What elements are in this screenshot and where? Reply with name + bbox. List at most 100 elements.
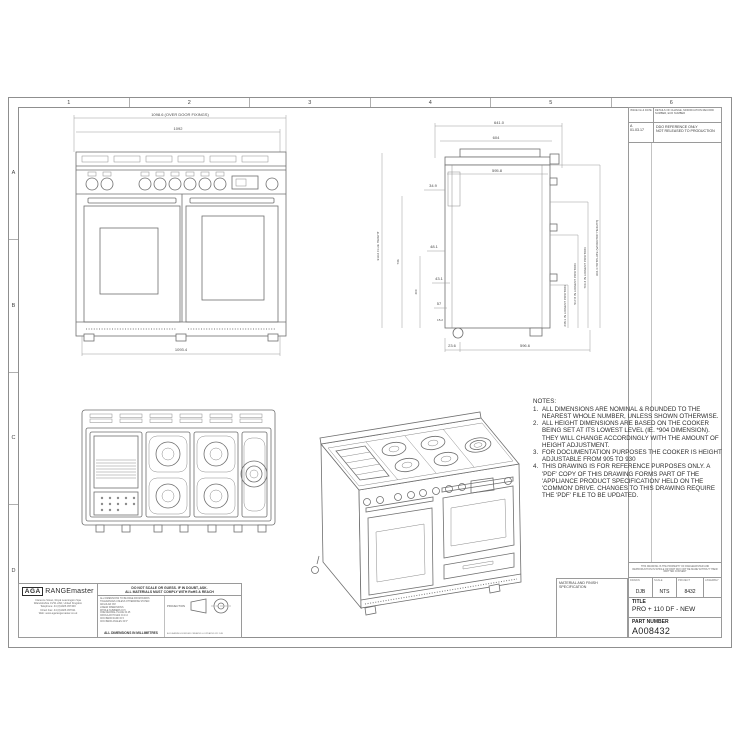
side-dim-hotplate: 904.4 HOTPLATE (WORKTOP HEIGHT) bbox=[595, 220, 599, 276]
revision-detail-line2: NOT RELEASED TO PRODUCTION bbox=[656, 128, 715, 133]
tolerance-line: ANGULAR ±30' bbox=[100, 603, 116, 606]
project-value: 8432 bbox=[684, 589, 696, 595]
grid-row-strip: A B C D bbox=[9, 107, 18, 637]
grid-row-label: B bbox=[9, 240, 18, 373]
grid-row-label: A bbox=[9, 107, 18, 240]
revision-issue-cell: A 01.03.17 bbox=[629, 123, 654, 142]
sheet-outer-border bbox=[8, 97, 732, 648]
standards-block: DO NOT SCALE OR GUESS. IF IN DOUBT, ASK.… bbox=[98, 583, 242, 638]
tolerance-column: ALL DIMENSIONS TO BE FREE FROM BURRS TOL… bbox=[98, 596, 165, 637]
note-item: 3. FOR DOCUMENTATION PURPOSES THE COOKER… bbox=[533, 449, 725, 463]
side-dim-15: 15.2 bbox=[437, 318, 443, 322]
drawn-label: DRAWN bbox=[630, 578, 640, 582]
notes-heading: NOTES: bbox=[533, 398, 557, 405]
note-text: FOR DOCUMENTATION PURPOSES THE COOKER IS… bbox=[542, 448, 722, 464]
side-dim-pos1: 238.1 IN LOWEST POSITION bbox=[563, 285, 567, 326]
side-dim-400: 400 bbox=[414, 289, 418, 294]
tolerance-line: ONE DECIMAL PLACE ±0.25 bbox=[100, 612, 131, 615]
side-dim-736: 736 bbox=[396, 259, 400, 264]
warning-header: DO NOT SCALE OR GUESS. IF IN DOUBT, ASK.… bbox=[98, 584, 241, 597]
tolerance-line: CIRCULAR HOLES ±0.1/-0 bbox=[100, 615, 128, 618]
grid-row-label: D bbox=[11, 568, 16, 575]
revision-empty-rows bbox=[628, 143, 722, 562]
address-line: Telephone: 44 (0)1926 457400 bbox=[40, 605, 76, 609]
revision-details-header: DETAILS OF CHANGE, MODIFICATION RECORD N… bbox=[655, 109, 714, 116]
revision-date: 01.03.17 bbox=[630, 128, 644, 133]
plan-view bbox=[81, 409, 276, 533]
side-dim-pos3: 700.3 IN LOWEST POSITION bbox=[583, 247, 587, 288]
side-dim-base-depth: 596.6 bbox=[520, 343, 531, 348]
title-label: TITLE bbox=[632, 599, 646, 605]
projection-column: PROJECTION A3 DRAWING BORDER CREATED & U… bbox=[165, 596, 241, 637]
side-dim-foot: 23.6 bbox=[448, 343, 457, 348]
note-item: 1. ALL DIMENSIONS ARE NOMINAL & ROUNDED … bbox=[533, 406, 725, 420]
notes-block: NOTES: 1. ALL DIMENSIONS ARE NOMINAL & R… bbox=[533, 398, 725, 499]
scale-value: NTS bbox=[659, 589, 670, 595]
rangemaster-logo-text: RANGEmaster bbox=[45, 588, 94, 595]
side-elevation-view: 641.0 604 595.8 34.9 919.6 FLUE HEIGHT 7… bbox=[376, 120, 601, 352]
side-dim-depth-top: 604 bbox=[493, 135, 500, 140]
third-angle-projection-icon bbox=[190, 598, 232, 614]
property-note: THIS DRAWING IS THE PROPERTY OF RANGEMAS… bbox=[628, 562, 722, 578]
side-dim-depth-overall: 641.0 bbox=[494, 120, 505, 125]
aga-logo-text: AGA bbox=[22, 587, 44, 596]
note-number: 1. bbox=[533, 405, 539, 413]
front-dim-overall: 1098.6 (OVER DOOR FIXINGS) bbox=[151, 112, 209, 117]
note-number: 4. bbox=[533, 463, 539, 471]
grid-col-label: 1 bbox=[9, 98, 130, 107]
part-number-label: PART NUMBER bbox=[632, 619, 669, 625]
title-box: TITLE PRO + 110 DF - NEW bbox=[628, 598, 722, 618]
revision-issue-header: ISSUE No & DATE bbox=[629, 108, 654, 122]
grid-col-label: 3 bbox=[250, 98, 371, 107]
grid-col-label: 2 bbox=[130, 98, 250, 107]
address-line: Web: www.agarangemaster.co.uk bbox=[38, 612, 78, 616]
note-item: 4. THIS DRAWING IS FOR REFERENCE PURPOSE… bbox=[533, 463, 725, 499]
front-dim-base: 1093.4 bbox=[175, 347, 188, 352]
material-spec-box: MATERIAL AND FINISH SPECIFICATION bbox=[556, 578, 628, 638]
side-dim-pos2: 517.8 IN LOWEST POSITION bbox=[573, 263, 577, 304]
isometric-view bbox=[311, 411, 522, 616]
front-dim-width: 1092 bbox=[174, 126, 184, 131]
project-cell: PROJECT 8432 bbox=[677, 578, 704, 597]
title-value: PRO + 110 DF - NEW bbox=[632, 605, 696, 613]
part-number-value: A008432 bbox=[632, 625, 671, 636]
project-label: PROJECT bbox=[678, 578, 691, 582]
grid-col-label: 6 bbox=[669, 99, 673, 106]
note-text: THIS DRAWING IS FOR REFERENCE PURPOSES O… bbox=[542, 463, 715, 500]
grid-column-strip: 1 2 3 4 5 6 bbox=[9, 98, 731, 107]
revision-issue: A bbox=[630, 124, 633, 128]
drawn-value: DJB bbox=[635, 589, 646, 595]
revision-row: A 01.03.17 DDO REFERENCE ONLY NOT RELEAS… bbox=[628, 123, 722, 143]
address-line: Direct Fax: 44 (0)1926 457611 bbox=[40, 608, 76, 612]
company-address: Clarence Street, Royal Leamington Spa Wa… bbox=[19, 599, 97, 616]
grid-row-label: C bbox=[9, 373, 18, 506]
note-item: 2. ALL HEIGHT DIMENSIONS ARE BASED ON TH… bbox=[533, 420, 725, 449]
warning-line2: ALL MATERIALS MUST COMPLY WITH RoHS & RE… bbox=[125, 589, 214, 594]
note-number: 3. bbox=[533, 448, 539, 456]
address-line: Warwickshire CV31 2AD, United Kingdom bbox=[33, 601, 83, 605]
company-block: AGA RANGEmaster Clarence Street, Royal L… bbox=[18, 583, 98, 638]
scale-cell: SCALE NTS bbox=[653, 578, 677, 597]
tolerance-line: WHOLE NUMBERS ±0.5 bbox=[100, 609, 126, 612]
projection-label: PROJECTION bbox=[167, 604, 186, 609]
side-dim-depth-body: 595.8 bbox=[492, 168, 503, 173]
front-elevation-view: 1098.6 (OVER DOOR FIXINGS) 1092 bbox=[73, 112, 287, 356]
company-logo: AGA RANGEmaster bbox=[19, 587, 97, 596]
side-dim-48: 48.1 bbox=[430, 244, 439, 249]
address-line: Clarence Street, Royal Leamington Spa bbox=[35, 598, 81, 602]
note-text: ALL HEIGHT DIMENSIONS ARE BASED ON THE C… bbox=[542, 420, 719, 449]
side-dim-57: 57 bbox=[437, 301, 442, 306]
revision-detail-line1: DDO REFERENCE ONLY bbox=[656, 124, 698, 129]
grid-col-label: 5 bbox=[491, 98, 612, 107]
revision-details-cell: DDO REFERENCE ONLY NOT RELEASED TO PRODU… bbox=[654, 123, 721, 142]
warning-line1: DO NOT SCALE OR GUESS. IF IN DOUBT, ASK. bbox=[131, 585, 208, 590]
units-note: ALL DIMENSIONS IN MILLIMETRES bbox=[104, 630, 158, 635]
grid-col-label: 4 bbox=[371, 98, 491, 107]
tolerance-line: CNC BEND ANGLES ±0.5° bbox=[100, 621, 128, 624]
drawn-cell: DRAWN DJB bbox=[629, 578, 653, 597]
side-dim-43: 43.1 bbox=[435, 276, 444, 281]
note-text: ALL DIMENSIONS ARE NOMINAL & ROUNDED TO … bbox=[542, 405, 719, 420]
revision-table-header: ISSUE No & DATE DETAILS OF CHANGE, MODIF… bbox=[628, 107, 722, 123]
assembly-cell: ASSEMBLY bbox=[704, 578, 721, 597]
